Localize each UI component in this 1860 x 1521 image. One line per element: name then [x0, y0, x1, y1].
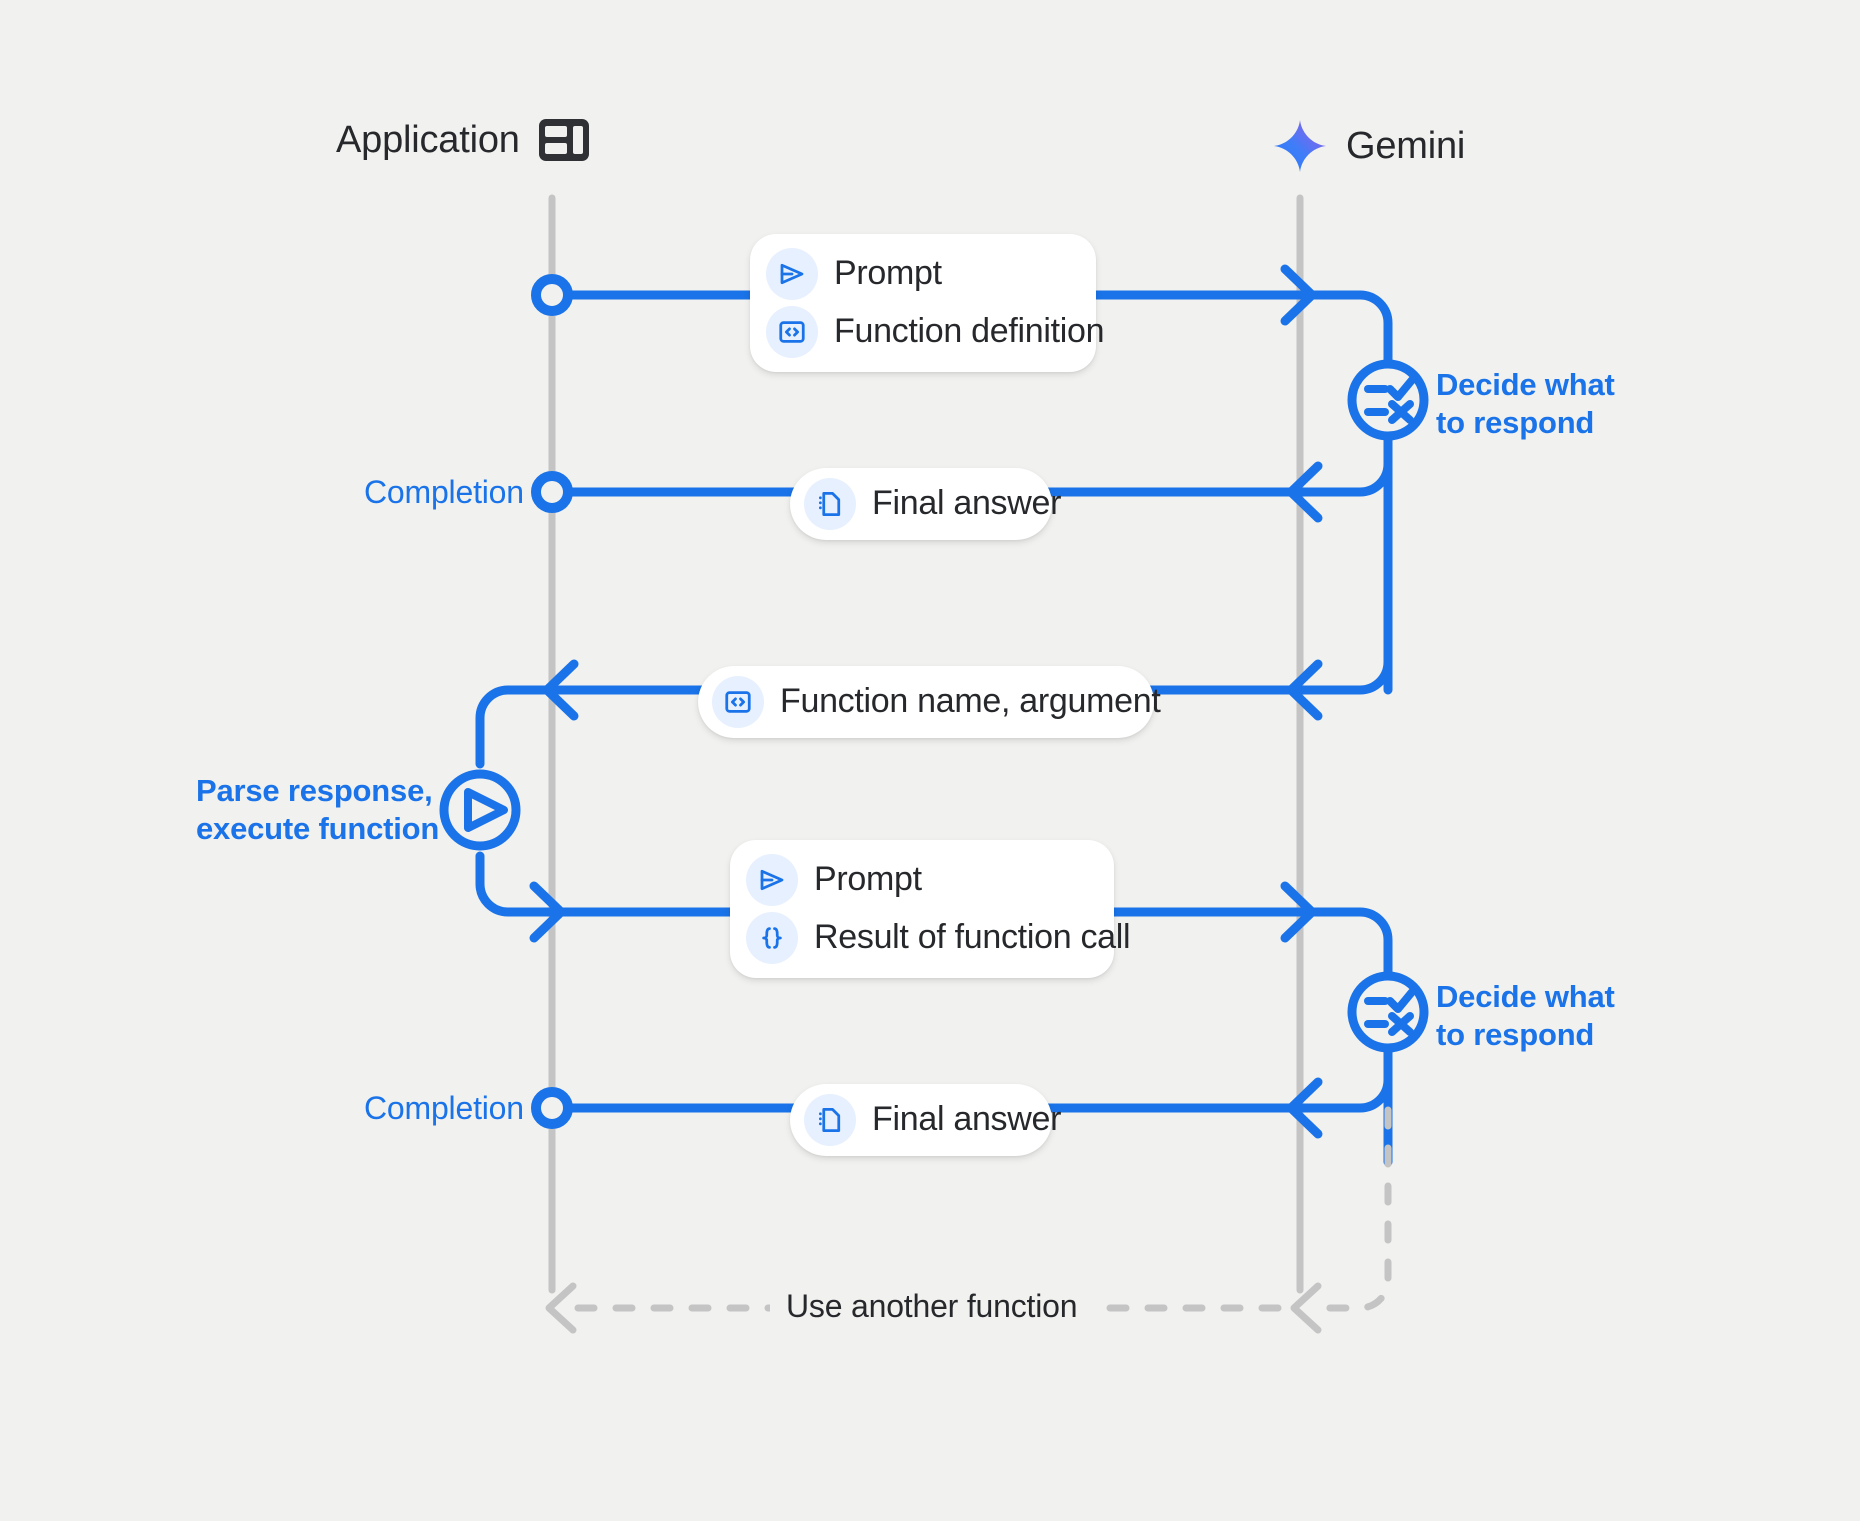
- label-use-another-function: Use another function: [770, 1288, 1094, 1325]
- column-title-application: Application: [336, 118, 520, 161]
- annotation-parse-execute: Parse response, execute function: [196, 772, 440, 848]
- arrowhead-final-answer-2: [1286, 1077, 1323, 1139]
- document-icon: [804, 478, 856, 530]
- annotation-decide-2: Decide what to respond: [1436, 978, 1615, 1054]
- bubble-line-label: Prompt: [814, 860, 922, 899]
- flow-final-answer-2: [563, 1073, 1393, 1113]
- message-bubble-final-answer-1[interactable]: Final answer: [790, 468, 1061, 540]
- arrowhead-final-answer-1: [1286, 461, 1323, 523]
- annotation-decide-2-line1: Decide what: [1436, 979, 1615, 1014]
- parse-execute-node: [439, 769, 521, 851]
- decide-node-2: [1347, 971, 1429, 1053]
- curly-braces-icon: [746, 912, 798, 964]
- bubble-line: Prompt: [746, 854, 1084, 906]
- bubble-line: Function definition: [766, 306, 1105, 358]
- code-brackets-icon: [766, 306, 818, 358]
- message-bubble-request-1[interactable]: Prompt Function definition: [750, 234, 1105, 372]
- bubble-line-label: Function name, argument: [780, 682, 1161, 721]
- arrowhead-function-call: [542, 659, 1323, 721]
- send-prompt-icon: [766, 248, 818, 300]
- bubble-line: Function name, argument: [712, 676, 1161, 728]
- message-bubble-function-call[interactable]: Function name, argument: [698, 666, 1161, 738]
- annotation-decide-2-line2: to respond: [1436, 1016, 1595, 1052]
- flow-request-1: [563, 290, 1393, 695]
- bubble-line-label: Final answer: [872, 1100, 1062, 1139]
- bubble-line-label: Result of function call: [814, 918, 1131, 957]
- send-prompt-icon: [746, 854, 798, 906]
- code-brackets-icon: [712, 676, 764, 728]
- bubble-line-label: Function definition: [834, 312, 1105, 351]
- document-icon: [804, 1094, 856, 1146]
- start-node-app: [531, 274, 573, 316]
- annotation-decide-1-line2: to respond: [1436, 404, 1595, 440]
- decide-node-1: [1347, 359, 1429, 441]
- column-title-gemini: Gemini: [1346, 124, 1466, 167]
- bubble-line: Prompt: [766, 248, 1066, 300]
- arrowhead-request-2: [529, 881, 1317, 943]
- arrowheads-loop: [545, 1282, 1322, 1334]
- completion-node-2: [531, 1087, 573, 1129]
- column-header-application: Application: [336, 118, 590, 162]
- bubble-line-label: Final answer: [872, 484, 1062, 523]
- annotation-decide-1-line1: Decide what: [1436, 367, 1615, 402]
- bubble-line-label: Prompt: [834, 254, 942, 293]
- annotation-parse-line2: execute function: [196, 810, 440, 846]
- label-completion-1: Completion: [364, 474, 524, 510]
- dashboard-layout-icon: [538, 118, 590, 162]
- message-bubble-request-2[interactable]: Prompt Result of function call: [730, 840, 1131, 978]
- bubble-line: Final answer: [804, 478, 1061, 530]
- bubble-line: Result of function call: [746, 912, 1131, 964]
- annotation-decide-1: Decide what to respond: [1436, 366, 1615, 442]
- completion-node-1: [531, 471, 573, 513]
- arrowhead-request-1: [1280, 264, 1317, 326]
- gemini-sparkle-icon: [1272, 118, 1328, 174]
- column-header-gemini: Gemini: [1272, 118, 1465, 174]
- message-bubble-final-answer-2[interactable]: Final answer: [790, 1084, 1061, 1156]
- annotation-parse-line1: Parse response,: [196, 773, 433, 808]
- label-completion-2: Completion: [364, 1090, 524, 1126]
- bubble-line: Final answer: [804, 1094, 1061, 1146]
